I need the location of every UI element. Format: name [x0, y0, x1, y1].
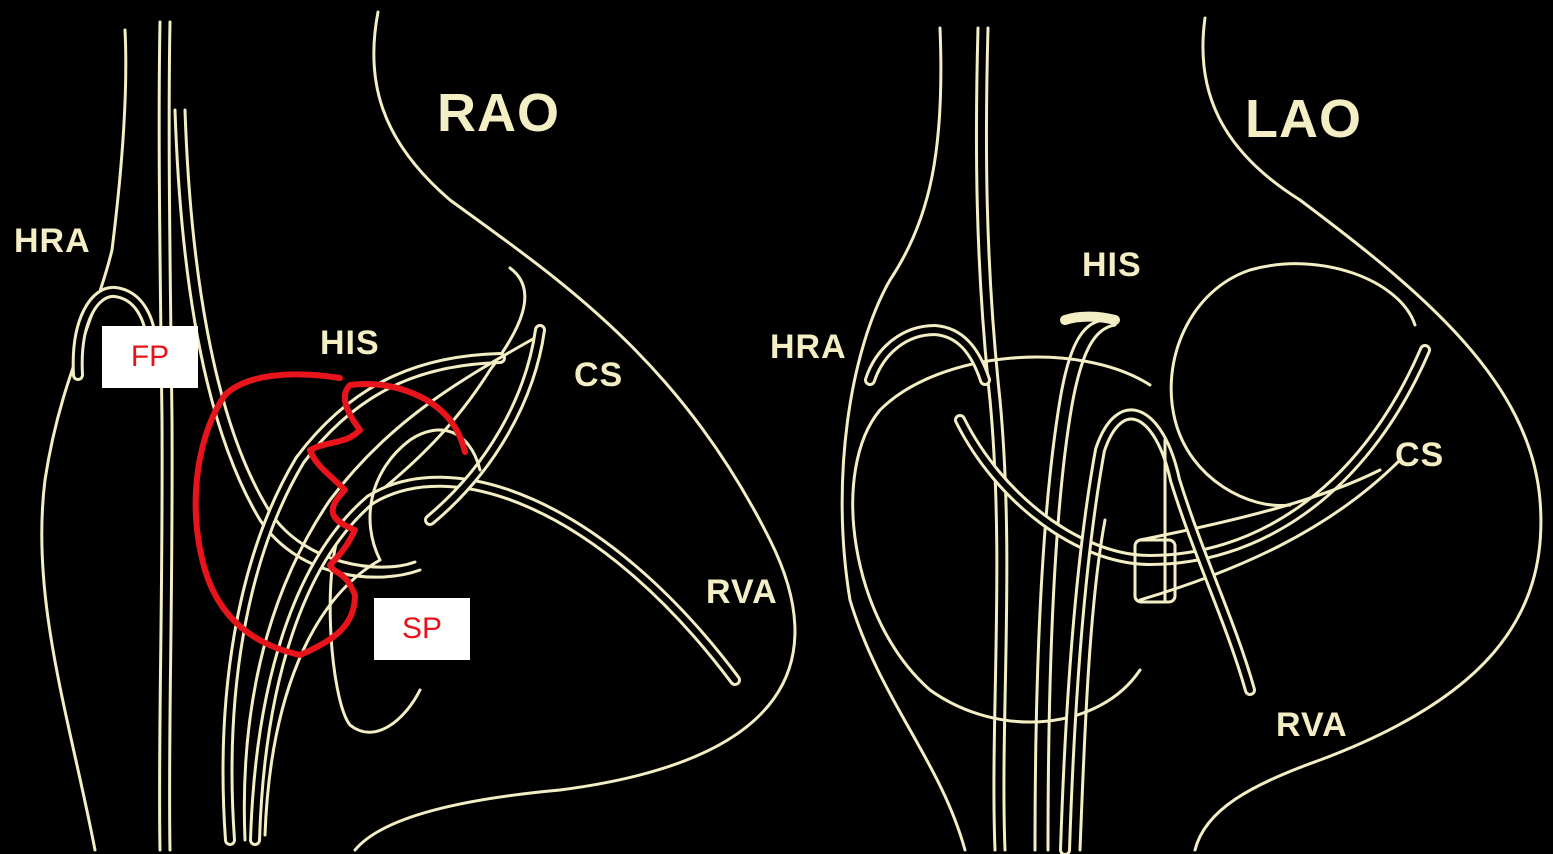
lao-catheters — [870, 317, 1425, 850]
rao-label-hra: HRA — [14, 224, 91, 258]
rao-anatomy-outline — [42, 12, 795, 850]
rao-catheters — [78, 110, 735, 840]
rao-label-rva: RVA — [706, 575, 778, 609]
rao-view-title: RAO — [437, 86, 560, 140]
fast-pathway-label: FP — [102, 326, 198, 388]
rao-label-cs: CS — [574, 358, 623, 392]
lao-anatomy-outline — [842, 18, 1541, 850]
lao-label-rva: RVA — [1276, 708, 1348, 742]
slow-pathway-text: SP — [402, 614, 442, 644]
lao-label-cs: CS — [1395, 438, 1444, 472]
lao-label-his: HIS — [1082, 248, 1142, 282]
lao-view-title: LAO — [1245, 92, 1362, 146]
rao-label-his: HIS — [320, 326, 380, 360]
fast-pathway-text: FP — [131, 342, 169, 372]
slow-pathway-label: SP — [374, 598, 470, 660]
lao-label-hra: HRA — [770, 330, 847, 364]
